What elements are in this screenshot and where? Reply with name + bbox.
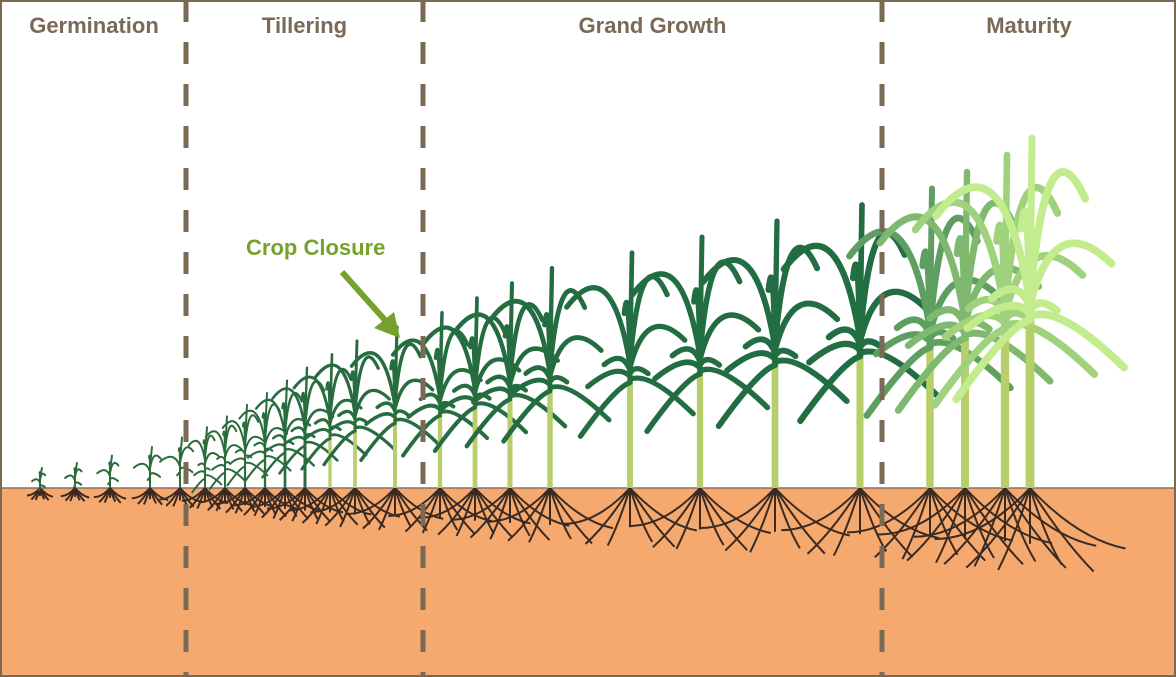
plant	[60, 461, 90, 502]
plant	[700, 218, 850, 555]
plant	[93, 454, 127, 504]
stage-label-maturity: Maturity	[986, 13, 1072, 38]
plant	[199, 415, 252, 513]
stage-label-germination: Germination	[29, 13, 159, 38]
plant	[487, 265, 614, 545]
stage-label-tillering: Tillering	[261, 13, 348, 38]
plant	[131, 446, 169, 506]
stage-label-grand-growth: Grand Growth	[578, 13, 727, 38]
plant	[563, 250, 698, 548]
plants	[26, 134, 1128, 573]
plant	[26, 467, 54, 501]
plant	[931, 134, 1128, 573]
plant	[216, 403, 274, 515]
plant	[181, 426, 229, 510]
crop-closure-annotation: Crop Closure	[246, 235, 386, 260]
plant	[346, 325, 444, 532]
plant	[780, 202, 940, 558]
arrow-icon	[339, 270, 400, 338]
